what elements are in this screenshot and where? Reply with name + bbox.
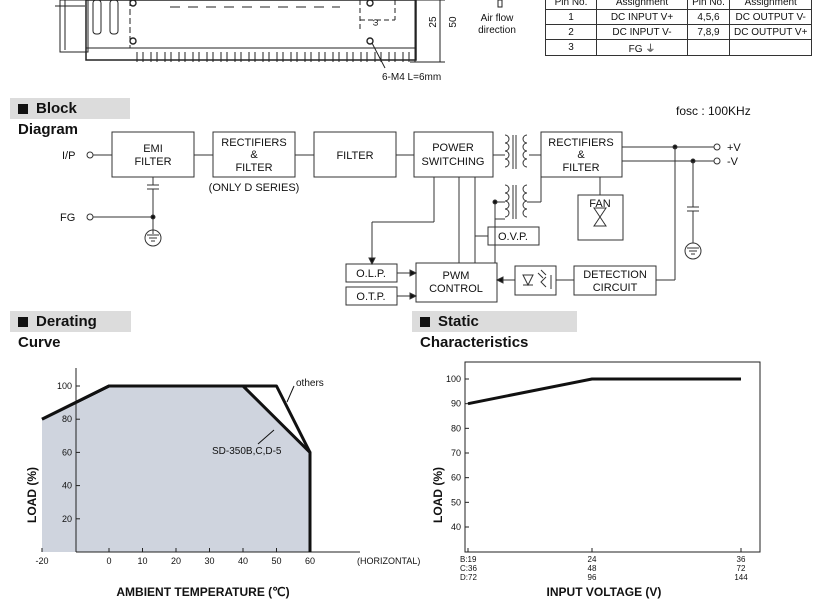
block-diagram-title: Block Diagram [10, 98, 130, 138]
only-d-series-label: (ONLY D SERIES) [209, 182, 300, 194]
svg-text:FILTER: FILTER [336, 150, 373, 162]
derating-x-tick-label: 30 [204, 556, 214, 566]
airflow-line1: Air flow [481, 13, 515, 24]
airflow-line2: direction [478, 25, 516, 36]
static-x-axis-label: INPUT VOLTAGE (V) [547, 585, 662, 599]
static-x-tick-label: 48 [588, 564, 597, 573]
svg-text:&: & [250, 149, 258, 161]
static-y-tick-label: 40 [451, 522, 461, 532]
dim-50: 50 [448, 16, 459, 28]
static-x-tick-label: 144 [734, 573, 748, 582]
static-x-tick-label: 24 [588, 555, 597, 564]
static-y-axis-label: LOAD (%) [431, 467, 445, 523]
derating-x-tick-label: 0 [106, 556, 111, 566]
square-bullet-icon [18, 317, 28, 327]
derating-y-tick-label: 20 [62, 514, 72, 524]
svg-text:SWITCHING: SWITCHING [422, 156, 485, 168]
static-y-tick-label: 70 [451, 448, 461, 458]
fg-label: FG [60, 212, 75, 224]
derating-y-axis-label: LOAD (%) [25, 467, 39, 523]
derating-others-leader [286, 385, 295, 403]
static-y-tick-label: 90 [451, 399, 461, 409]
vplus-label: +V [727, 142, 741, 154]
derating-area [42, 386, 310, 552]
svg-text:&: & [577, 149, 585, 161]
svg-text:FILTER: FILTER [235, 162, 272, 174]
svg-text:FAN: FAN [589, 198, 610, 210]
derating-x-tick-label: 50 [271, 556, 281, 566]
static-plot-frame [464, 361, 761, 553]
svg-text:O.L.P.: O.L.P. [356, 268, 386, 280]
svg-text:RECTIFIERS: RECTIFIERS [548, 137, 613, 149]
derating-others-label: others [296, 378, 324, 389]
dim-25: 25 [428, 16, 439, 28]
svg-text:CIRCUIT: CIRCUIT [593, 282, 638, 294]
optocoupler-box [514, 265, 557, 296]
fosc-label: fosc : 100KHz [676, 104, 751, 118]
svg-text:POWER: POWER [432, 142, 474, 154]
derating-series-line-others [41, 384, 312, 552]
svg-text:CONTROL: CONTROL [429, 283, 483, 295]
derating-x-tick-label: 20 [171, 556, 181, 566]
svg-text:EMI: EMI [143, 143, 163, 155]
static-x-tick-label: D:72 [460, 573, 477, 582]
derating-y-tick-label: 100 [57, 381, 72, 391]
screw-holes [129, 0, 374, 45]
svg-text:O.T.P.: O.T.P. [356, 291, 385, 303]
fin-slots [92, 0, 410, 62]
pwm-control-box [415, 262, 498, 303]
svg-text:FILTER: FILTER [562, 162, 599, 174]
mechanical-drawing: ω 25 50 6-M4 L=6mm Air flow direction [55, 0, 516, 83]
block-diagram: I/P FG EMI FILTER RECTIFIERS & FILTER (O… [60, 131, 741, 306]
static-x-tick-label: 72 [737, 564, 746, 573]
derating-y-tick-label: 60 [62, 447, 72, 457]
static-characteristics-title: Static Characteristics [412, 311, 577, 351]
derating-x-tick-label: 10 [137, 556, 147, 566]
power-switching-box [413, 131, 494, 178]
table-row: 3 FG ⏚ [545, 39, 813, 56]
static-y-tick-label: 60 [451, 473, 461, 483]
derating-horizontal-label: (HORIZONTAL) [357, 556, 420, 566]
table-row: Pin No. Assignment Pin No. Assignment [545, 0, 813, 10]
svg-text:ω: ω [370, 19, 380, 26]
derating-sd-leader [257, 429, 275, 445]
svg-text:PWM: PWM [443, 270, 470, 282]
square-bullet-icon [420, 317, 430, 327]
derating-x-tick-label: 40 [238, 556, 248, 566]
derating-y-tick-label: 40 [62, 481, 72, 491]
static-y-tick-label: 50 [451, 497, 461, 507]
derating-curve-title: Derating Curve [10, 311, 131, 351]
static-y-tick-label: 80 [451, 423, 461, 433]
derating-y-tick-label: 80 [62, 414, 72, 424]
static-series-line [467, 377, 741, 406]
derating-chart: 20 40 60 80 100 -20 0 10 20 30 40 50 60 AMBIENT TEMP… [25, 368, 420, 599]
vminus-label: -V [727, 156, 739, 168]
static-x-tick-label: C:36 [460, 564, 477, 573]
ip-label: I/P [62, 150, 75, 162]
screw-note: 6-M4 L=6mm [382, 72, 441, 83]
svg-text:FILTER: FILTER [134, 156, 171, 168]
svg-text:O.V.P.: O.V.P. [498, 231, 528, 243]
derating-x-tick-label: -20 [35, 556, 48, 566]
table-row: 1 DC INPUT V+ 4,5,6 DC OUTPUT V- [545, 9, 813, 25]
square-bullet-icon [18, 104, 28, 114]
derating-x-tick-label: 60 [305, 556, 315, 566]
pin-assignment-table: Pin No. Assignment Pin No. Assignment 1 … [545, 0, 813, 56]
static-x-tick-label: 36 [737, 555, 746, 564]
static-y-tick-label: 100 [446, 374, 461, 384]
derating-sd-label: SD-350B,C,D-5 [212, 446, 282, 457]
svg-text:DETECTION: DETECTION [583, 269, 647, 281]
derating-x-axis-label: AMBIENT TEMPERATURE (℃) [116, 585, 289, 599]
table-row: 2 DC INPUT V- 7,8,9 DC OUTPUT V+ [545, 24, 813, 40]
svg-text:RECTIFIERS: RECTIFIERS [221, 137, 286, 149]
static-x-tick-label: 96 [588, 573, 597, 582]
static-x-tick-label: B:19 [460, 555, 477, 564]
